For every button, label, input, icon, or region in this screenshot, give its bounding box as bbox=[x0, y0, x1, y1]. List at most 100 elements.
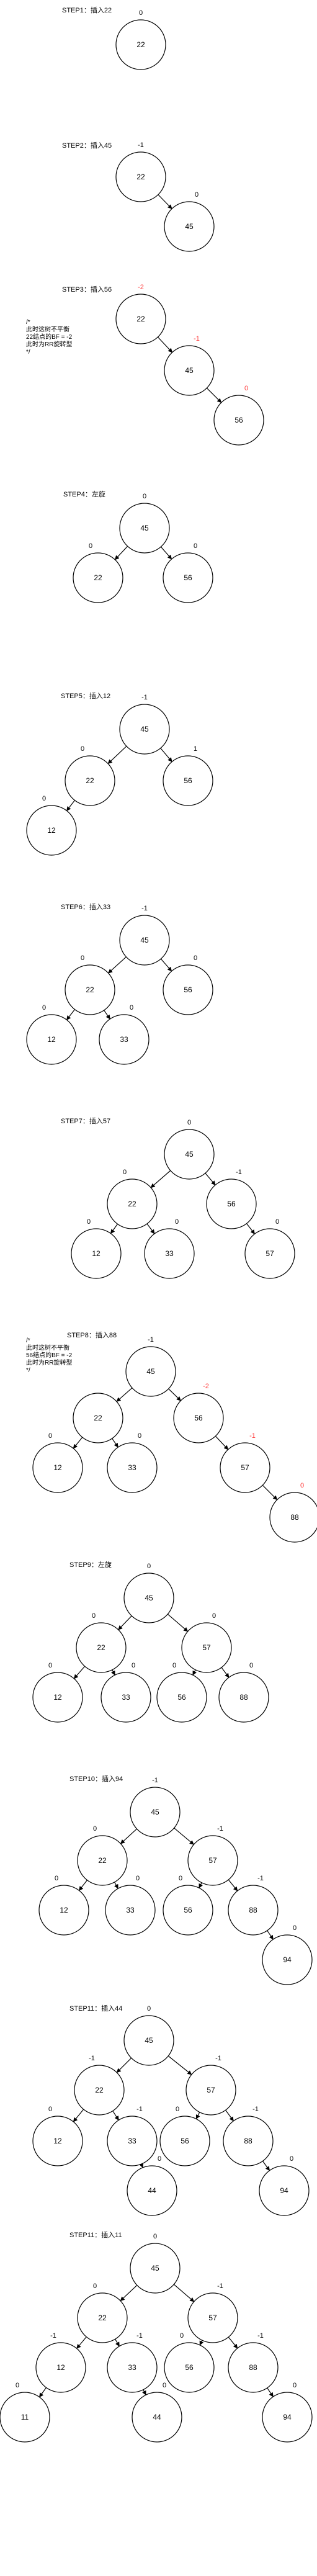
tree-node bbox=[71, 1228, 122, 1279]
tree-edge bbox=[167, 2055, 192, 2075]
tree-node-value: 44 bbox=[153, 2413, 161, 2421]
tree-edge bbox=[228, 2336, 238, 2349]
balance-factor: 0 bbox=[194, 542, 197, 550]
tree-node-value: 56 bbox=[184, 573, 192, 582]
tree-node bbox=[115, 19, 166, 70]
tree-node-value: 45 bbox=[151, 2264, 159, 2273]
tree-node-value: 22 bbox=[136, 173, 145, 181]
tree-edge bbox=[267, 2387, 274, 2397]
balance-factor: 0 bbox=[163, 2382, 166, 2389]
tree-node bbox=[38, 1885, 89, 1936]
tree-node-value: 88 bbox=[290, 1513, 299, 1522]
tree-edge bbox=[110, 1669, 115, 1676]
balance-factor: 0 bbox=[136, 1875, 140, 1882]
tree-node bbox=[107, 1178, 158, 1229]
tree-node-value: 94 bbox=[280, 2186, 288, 2195]
tree-node bbox=[164, 1129, 215, 1180]
tree-edge bbox=[112, 2111, 119, 2121]
tree-node-value: 57 bbox=[266, 1249, 274, 1258]
balance-factor: 0 bbox=[87, 1218, 91, 1226]
balance-factor: 0 bbox=[81, 954, 84, 962]
tree-node-value: 33 bbox=[165, 1249, 174, 1258]
tree-node bbox=[130, 1787, 181, 1838]
balance-factor: 0 bbox=[158, 2155, 161, 2163]
tree-node bbox=[73, 1393, 123, 1443]
tree-edge bbox=[79, 1880, 87, 1891]
tree-node-value: 22 bbox=[94, 1414, 102, 1422]
tree-node-value: 12 bbox=[53, 1463, 62, 1472]
tree-node-value: 12 bbox=[53, 2137, 62, 2145]
balance-factor: 0 bbox=[275, 1218, 279, 1226]
tree-edge bbox=[199, 1882, 203, 1888]
tree-node bbox=[163, 552, 213, 603]
tree-node-value: 33 bbox=[126, 1906, 135, 1914]
tree-edge bbox=[73, 2109, 84, 2122]
tree-edge bbox=[108, 956, 127, 974]
balance-factor: 0 bbox=[290, 2155, 293, 2163]
tree-node bbox=[123, 2015, 174, 2066]
tree-node-value: 56 bbox=[227, 1200, 236, 1208]
tree-edge bbox=[228, 1879, 238, 1892]
tree-edge bbox=[267, 1930, 274, 1940]
tree-node bbox=[262, 2392, 313, 2443]
balance-factor: -1 bbox=[148, 1336, 154, 1344]
tree-node-value: 22 bbox=[94, 573, 102, 582]
tree-node-value: 12 bbox=[92, 1249, 100, 1258]
tree-node bbox=[187, 1835, 238, 1886]
tree-edge bbox=[66, 800, 75, 811]
balance-factor: -1 bbox=[136, 2106, 143, 2113]
step-title: STEP10：插入94 bbox=[69, 1774, 123, 1783]
tree-node-value: 45 bbox=[145, 1594, 153, 1602]
tree-node-value: 45 bbox=[185, 222, 194, 231]
tree-node-value: 57 bbox=[208, 1856, 217, 1865]
tree-edge bbox=[38, 2387, 47, 2398]
balance-factor: 0 bbox=[176, 2106, 179, 2113]
tree-node-value: 94 bbox=[283, 1955, 292, 1964]
tree-node bbox=[127, 2165, 177, 2216]
tree-edge bbox=[195, 2112, 200, 2120]
balance-factor: -1 bbox=[194, 335, 200, 343]
tree-edge bbox=[205, 1173, 216, 1186]
tree-edge bbox=[66, 1009, 75, 1020]
balance-factor: 0 bbox=[195, 191, 199, 199]
balance-factor: 0 bbox=[300, 1482, 304, 1489]
tree-node bbox=[244, 1228, 295, 1279]
step-note-line: /* bbox=[26, 1337, 30, 1344]
balance-factor: 0 bbox=[48, 1662, 52, 1669]
tree-edge bbox=[114, 1882, 118, 1889]
tree-edge bbox=[104, 1010, 110, 1020]
tree-node-value: 33 bbox=[122, 1693, 130, 1702]
balance-factor: 0 bbox=[123, 1169, 127, 1176]
balance-factor: 0 bbox=[180, 2332, 184, 2340]
tree-node bbox=[163, 964, 213, 1015]
tree-node-value: 56 bbox=[184, 985, 192, 994]
tree-edge bbox=[73, 1437, 83, 1449]
tree-node bbox=[163, 1885, 213, 1936]
tree-node-value: 56 bbox=[177, 1693, 186, 1702]
tree-node bbox=[228, 1885, 279, 1936]
balance-factor: 0 bbox=[187, 1119, 191, 1126]
tree-node bbox=[220, 1442, 270, 1493]
tree-node bbox=[77, 1835, 128, 1886]
balance-factor: 0 bbox=[194, 954, 197, 962]
tree-node-value: 33 bbox=[120, 1035, 128, 1044]
tree-node bbox=[164, 345, 215, 396]
tree-node bbox=[0, 2392, 50, 2443]
tree-edge bbox=[118, 1615, 132, 1630]
tree-node-value: 12 bbox=[53, 1693, 62, 1702]
tree-node-value: 56 bbox=[184, 1906, 192, 1914]
tree-node-value: 11 bbox=[21, 2413, 29, 2421]
balance-factor: 0 bbox=[42, 795, 46, 802]
balance-factor: 0 bbox=[132, 1662, 135, 1669]
tree-edge bbox=[120, 1828, 137, 1844]
tree-node bbox=[185, 2065, 236, 2116]
tree-edge bbox=[199, 2340, 204, 2346]
tree-node bbox=[163, 755, 213, 806]
tree-node-value: 22 bbox=[86, 985, 94, 994]
tree-node-value: 33 bbox=[128, 1463, 136, 1472]
tree-node-value: 22 bbox=[136, 40, 145, 49]
balance-factor: 0 bbox=[179, 1875, 182, 1882]
tree-node bbox=[74, 2065, 125, 2116]
tree-node bbox=[77, 2292, 128, 2343]
